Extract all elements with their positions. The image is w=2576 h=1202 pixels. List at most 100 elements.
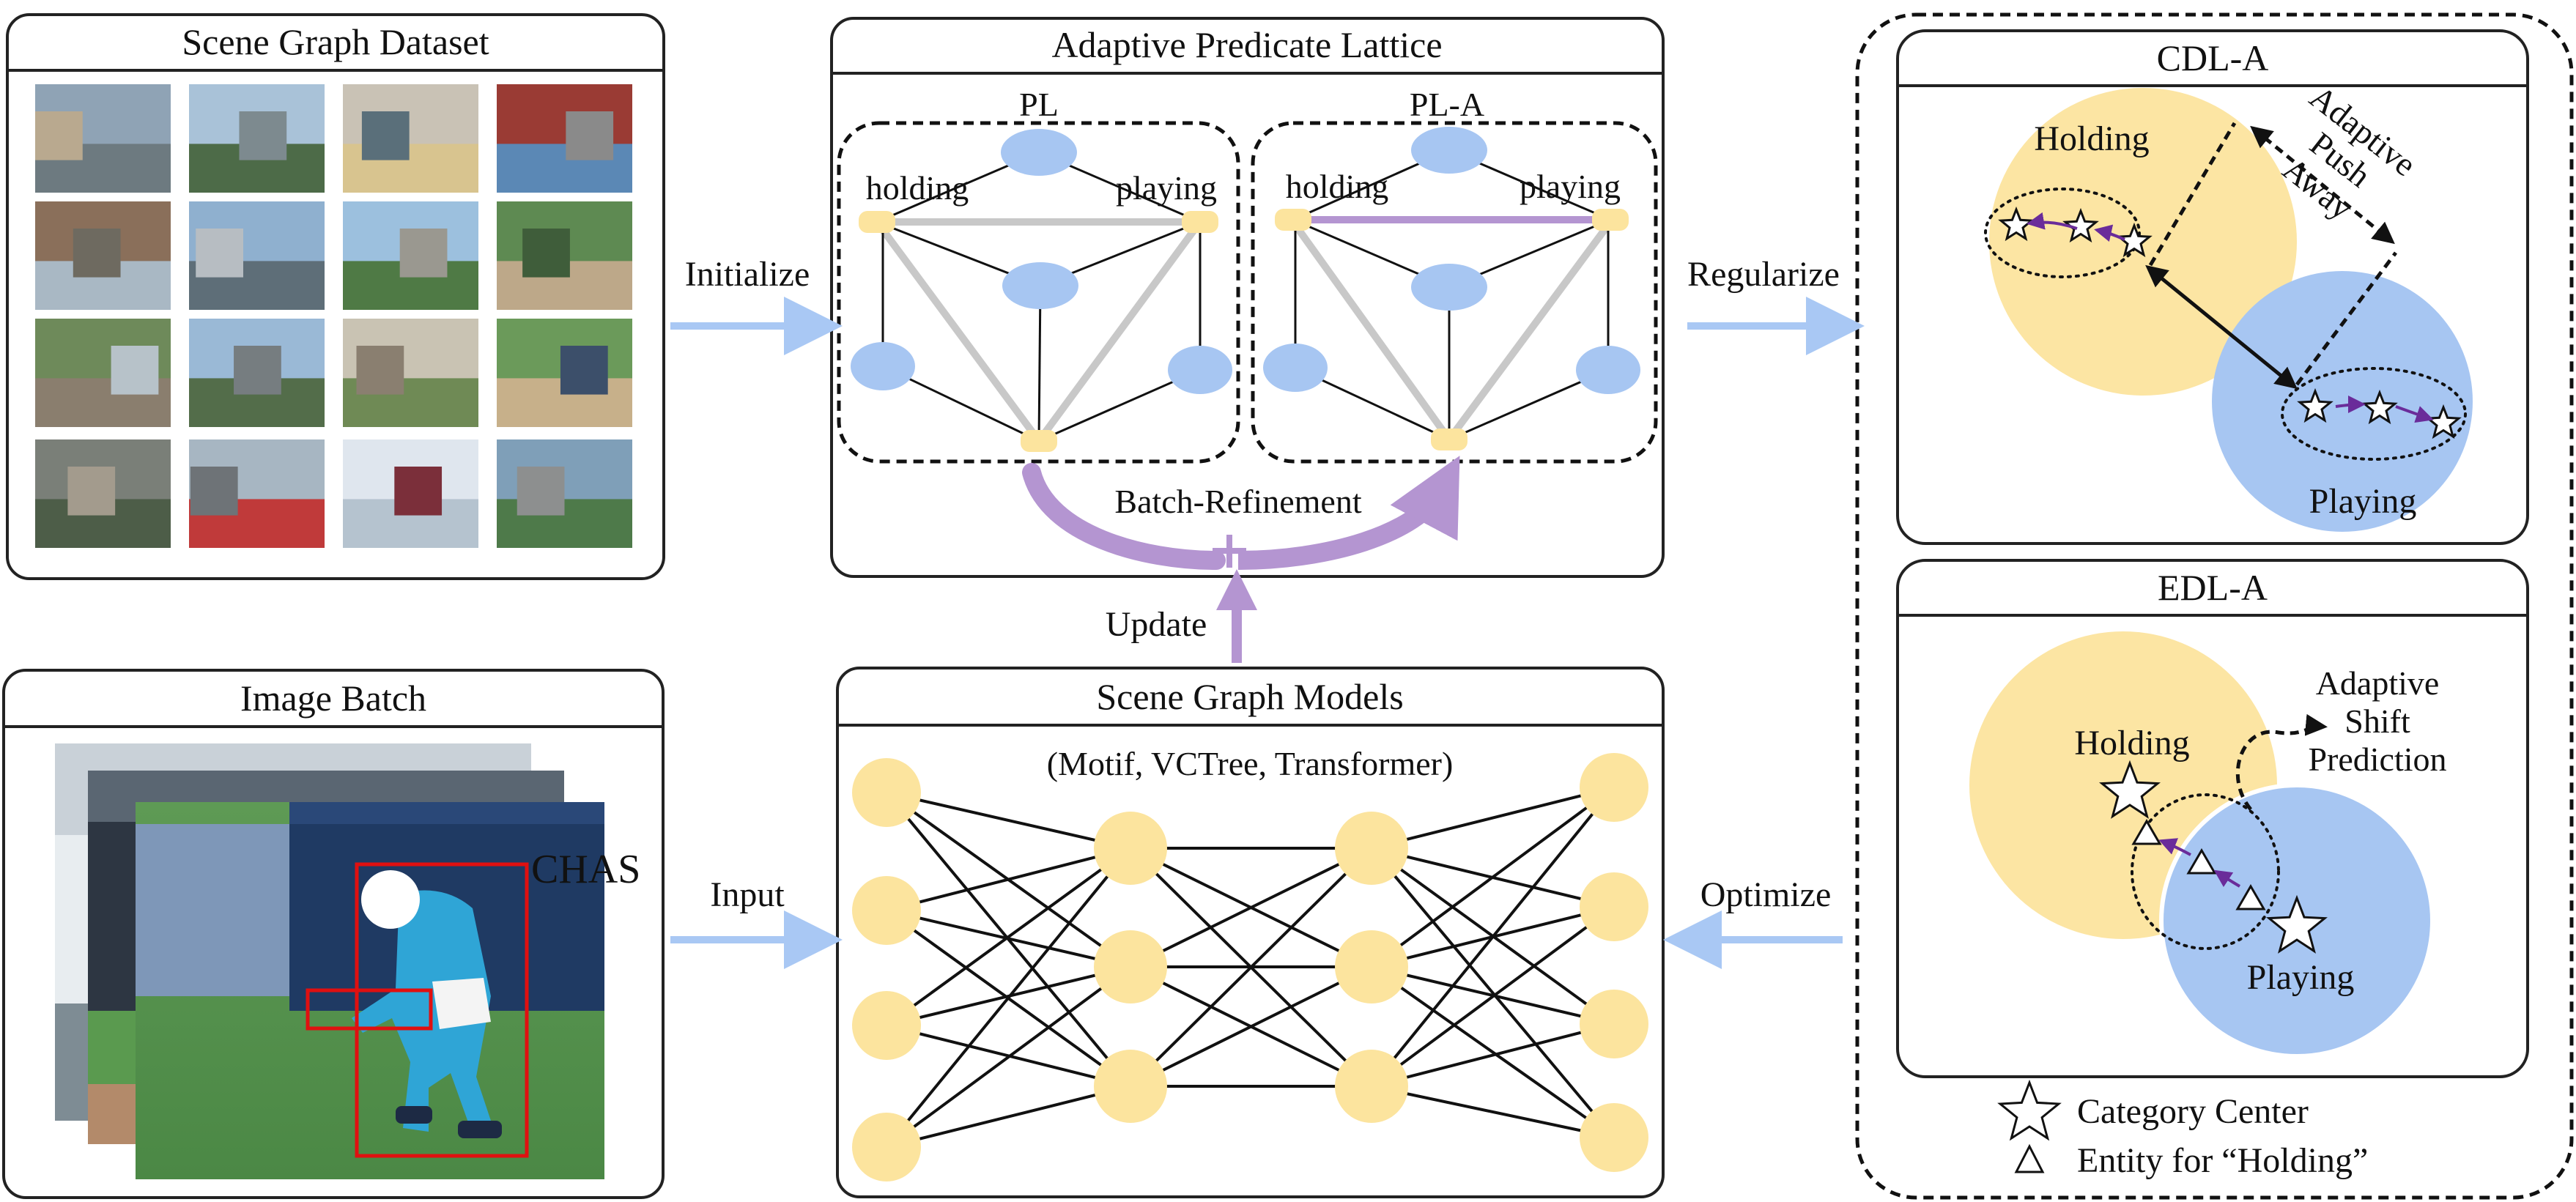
playing-center-star-icon xyxy=(2266,894,2328,954)
pla-node-center xyxy=(1411,264,1487,311)
face-mask xyxy=(361,870,420,929)
dataset-title: Scene Graph Dataset xyxy=(182,21,489,62)
batch-title: Image Batch xyxy=(240,678,426,719)
pla-node-top xyxy=(1411,127,1487,174)
cdl-push-bracket xyxy=(2148,122,2397,386)
network-node xyxy=(1580,990,1648,1058)
edl-title: EDL-A xyxy=(2158,567,2268,608)
dataset-thumbnail xyxy=(189,201,325,310)
dataset-thumbnail xyxy=(35,84,171,193)
pl-node-center xyxy=(1002,262,1078,309)
edl-holding-label: Holding xyxy=(2074,724,2189,763)
dataset-thumbnail xyxy=(497,84,632,193)
legend-entity-label: Entity for “Holding” xyxy=(2077,1141,2368,1180)
edl-purple-arrows xyxy=(2158,838,2241,888)
lattice-title: Adaptive Predicate Lattice xyxy=(1051,24,1442,65)
pla-graph: PL-A xyxy=(1251,86,1658,464)
pl-node-right xyxy=(1168,346,1232,394)
network-node xyxy=(1580,1103,1648,1172)
flow-arrows: Initialize Regularize Input Optimize Upd… xyxy=(670,255,1865,969)
regularizer-container xyxy=(1855,12,2574,1200)
network-node xyxy=(1335,930,1408,1003)
dataset-thumbnail xyxy=(343,84,478,193)
cdl-playing-label: Playing xyxy=(2309,482,2417,521)
network-node xyxy=(852,1113,921,1181)
racket-bbox xyxy=(306,988,433,1031)
pla-holding-label: holding xyxy=(1286,168,1389,205)
edl-shift-line-2: Shift xyxy=(2344,702,2410,740)
dataset-thumbnail xyxy=(189,84,325,193)
banner-text: CHAS xyxy=(531,847,640,892)
network-node xyxy=(1094,812,1167,885)
network-node xyxy=(1335,812,1408,885)
entity-triangle-icon xyxy=(2186,848,2217,875)
pl-nodes xyxy=(851,129,1232,452)
batch-refinement-label: Batch-Refinement xyxy=(1114,483,1361,520)
dataset-thumbnail xyxy=(343,319,478,427)
pl-node-top xyxy=(1001,129,1077,176)
edl-playing-label: Playing xyxy=(2247,958,2355,997)
dataset-thumbnail xyxy=(343,201,478,310)
person-bbox xyxy=(355,862,529,1158)
pla-playing-label: playing xyxy=(1520,168,1621,205)
edl-shift-arrow xyxy=(2235,713,2328,811)
optimize-label: Optimize xyxy=(1700,875,1832,914)
regularize-label: Regularize xyxy=(1687,255,1840,294)
dataset-thumbnail xyxy=(497,439,632,548)
entity-triangle-icon xyxy=(2235,884,2266,910)
network-node xyxy=(1094,930,1167,1003)
pl-node-left xyxy=(851,342,915,390)
dataset-thumbnail xyxy=(343,439,478,548)
pl-holding-node xyxy=(859,211,895,233)
cdl-stars xyxy=(1998,206,2462,439)
star-icon xyxy=(2116,222,2153,258)
input-label: Input xyxy=(710,875,785,914)
edl-a-panel: EDL-A Holding Playing Adaptive Shift Pre… xyxy=(1896,559,2529,1078)
pl-gray-edges xyxy=(873,218,1204,443)
pl-graph: PL xyxy=(837,86,1240,464)
dataset-thumbnail xyxy=(497,319,632,427)
update-label: Update xyxy=(1106,605,1207,644)
cdl-push-arrow xyxy=(2250,125,2395,245)
scene-graph-dataset-panel: Scene Graph Dataset xyxy=(6,13,665,580)
legend-triangle-icon xyxy=(2014,1143,2045,1173)
network-node xyxy=(852,991,921,1060)
network-node xyxy=(1335,1050,1408,1123)
edl-shapes xyxy=(2099,760,2328,954)
pl-playing-label: playing xyxy=(1116,169,1217,207)
pla-node-left xyxy=(1263,344,1328,392)
batch-refinement-arrow: Batch-Refinement xyxy=(1022,456,1460,570)
edl-shift-line-1: Adaptive xyxy=(2316,664,2440,702)
cdl-title: CDL-A xyxy=(2157,37,2269,78)
dataset-thumbnail xyxy=(35,319,171,427)
pl-holding-label: holding xyxy=(866,169,969,207)
legend-star-icon xyxy=(1997,1079,2062,1141)
cdl-holding-label: Holding xyxy=(2034,119,2149,158)
dataset-thumbnail xyxy=(35,201,171,310)
initialize-label: Initialize xyxy=(685,255,810,294)
star-icon xyxy=(2361,389,2398,425)
models-title: Scene Graph Models xyxy=(1096,676,1403,717)
dataset-thumbnail xyxy=(189,439,325,548)
network-node xyxy=(1094,1050,1167,1123)
legend: Category Center Entity for “Holding” xyxy=(1997,1079,2368,1180)
legend-center-label: Category Center xyxy=(2077,1092,2309,1131)
dataset-image-grid xyxy=(35,84,632,548)
entity-triangle-icon xyxy=(2131,819,2162,845)
network-node xyxy=(852,758,921,827)
cdl-push-distance-arrow xyxy=(2145,264,2298,390)
dataset-thumbnail xyxy=(497,201,632,310)
pla-nodes xyxy=(1263,127,1640,450)
network-node xyxy=(1580,872,1648,941)
batch-photo-front: CHAS xyxy=(136,802,640,1179)
scene-graph-models-panel: Scene Graph Models (Motif, VCTree, Trans… xyxy=(836,667,1665,1198)
dataset-thumbnail xyxy=(189,319,325,427)
pla-gray-edges xyxy=(1289,220,1614,442)
network-node xyxy=(852,876,921,945)
cdl-a-panel: CDL-A Holding Playing Adaptive Push Away xyxy=(1896,29,2529,545)
star-icon xyxy=(2297,387,2333,423)
pla-holding-node xyxy=(1275,209,1311,231)
star-icon xyxy=(2062,207,2099,243)
network-nodes xyxy=(852,753,1648,1181)
